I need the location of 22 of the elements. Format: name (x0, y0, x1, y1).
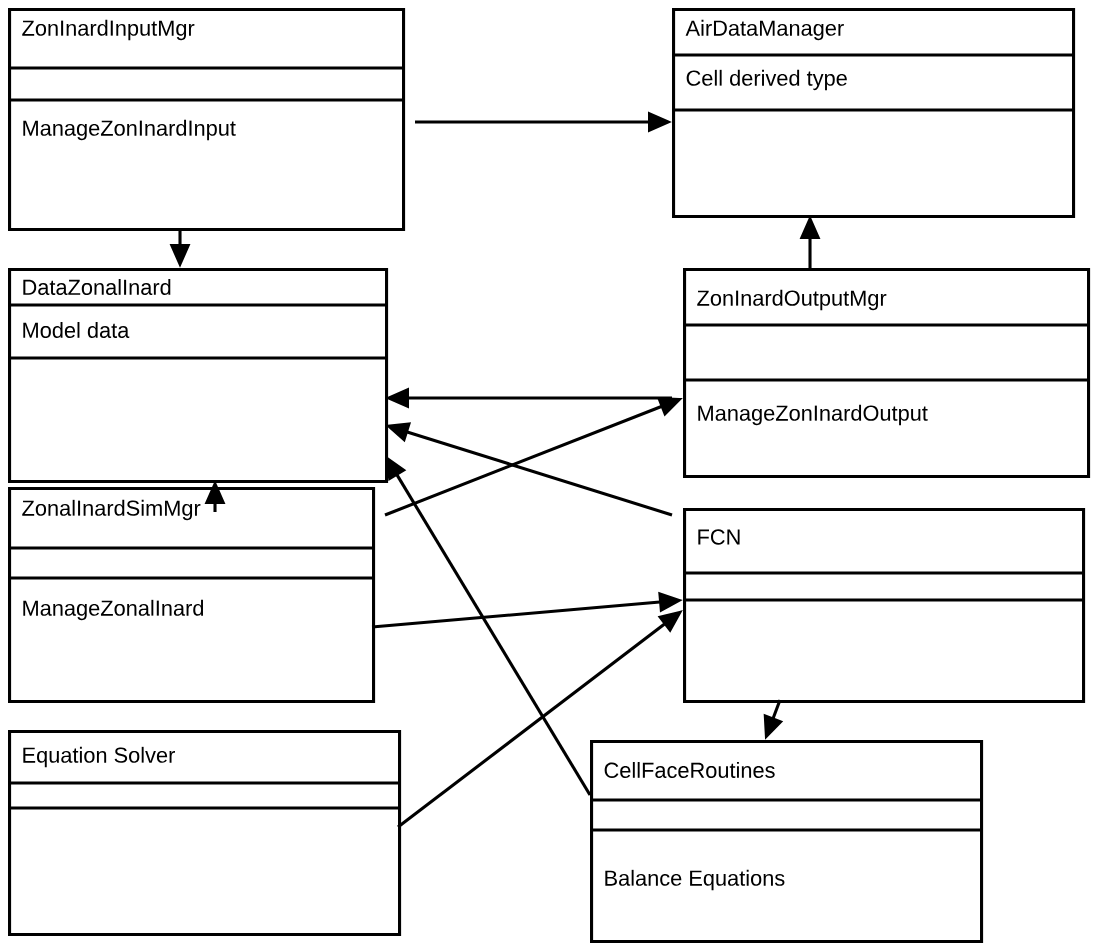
member-text: ManageZonInardOutput (698, 404, 928, 426)
class-box (8, 8, 406, 232)
member-text: Cell derived type (686, 69, 847, 91)
class-box (8, 730, 402, 937)
class-box (683, 508, 1086, 704)
class-name: ZonInardInputMgr (22, 19, 195, 41)
class-name: FCN (698, 529, 740, 545)
class-name: Equation Solver (23, 746, 175, 768)
class-name: ZonInardOutputMgr (697, 289, 887, 311)
class-name: AirDataManager (685, 19, 844, 41)
class-box (590, 740, 984, 944)
member-text: ManageZonalInard (23, 599, 204, 621)
member-text: Balance Equations (605, 869, 785, 891)
class-box (683, 268, 1091, 479)
class-box (8, 487, 376, 704)
member-text: Model data (23, 322, 130, 338)
class-name: DataZonalInard (23, 279, 171, 295)
member-text: ManageZonInardInput (23, 119, 236, 141)
class-box (672, 8, 1076, 219)
class-box (8, 268, 389, 484)
class-name: ZonalInardSimMgr (22, 499, 201, 521)
class-name: CellFaceRoutines (604, 762, 775, 778)
